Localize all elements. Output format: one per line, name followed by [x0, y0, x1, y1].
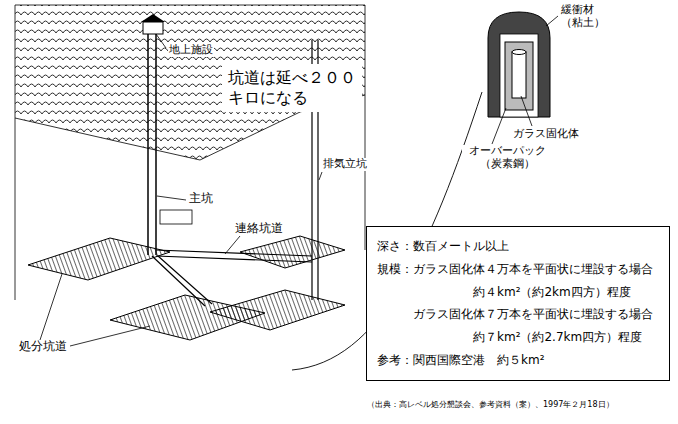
leader-line — [70, 326, 150, 346]
info-line: 深さ：数百メートル以上 — [377, 235, 659, 258]
glass-canister — [512, 50, 526, 55]
callout-text: 坑道は延べ２００キロになる — [228, 68, 356, 108]
leader-line — [492, 108, 506, 144]
info-box: 深さ：数百メートル以上規模：ガラス固化体４万本を平面状に埋設する場合約４km²（… — [366, 226, 670, 381]
leader-line — [319, 172, 322, 180]
leader-line — [521, 96, 532, 126]
source-caption: （出典：高レベル処分懇談会、参考資料（案）、1997年２月18日） — [366, 400, 615, 409]
part-label: 連絡坑道 — [234, 222, 284, 236]
disposal-panel — [210, 290, 345, 330]
connecting-tunnel — [156, 250, 312, 256]
block-edge — [15, 118, 16, 300]
leader-line — [546, 16, 558, 26]
surface-facility — [141, 14, 165, 22]
connecting-tunnel — [152, 256, 205, 306]
overpack — [505, 42, 533, 110]
info-line: 約７km²（約2.7km四方）程度 — [377, 326, 659, 349]
disposal-panel — [240, 236, 345, 268]
leader-line — [157, 196, 186, 200]
leader-line — [156, 34, 166, 48]
info-line: ガラス固化体７万本を平面状に埋設する場合 — [377, 303, 659, 326]
shaft-bracket — [160, 210, 192, 224]
part-label: 主坑 — [188, 192, 214, 206]
part-label: ガラス固化体 — [512, 128, 580, 141]
info-line: 約４km²（約2km四方）程度 — [377, 281, 659, 304]
main-shaft — [155, 34, 157, 255]
facility-label: 地上施設 — [168, 44, 214, 57]
leader-line — [225, 236, 240, 254]
part-label: 緩衝材 （粘土） — [560, 4, 614, 29]
leader-line — [40, 274, 62, 340]
buffer-clay — [488, 12, 550, 117]
part-label: 排気立坑 — [322, 158, 368, 171]
glass-canister — [512, 52, 526, 98]
surface-facility — [143, 22, 163, 34]
info-line: 規模：ガラス固化体４万本を平面状に埋設する場合 — [377, 258, 659, 281]
connecting-tunnel — [158, 256, 212, 304]
callout-box: 坑道は延べ２００キロになる — [222, 64, 362, 112]
part-label: 処分坑道 — [18, 340, 68, 354]
main-shaft — [147, 34, 149, 255]
disposal-panel — [28, 238, 170, 280]
info-line: 参考：関西国際空港 約５km² — [377, 349, 659, 372]
buffer-cutaway — [500, 34, 538, 117]
connecting-tunnel — [156, 256, 312, 262]
part-label: オーバーパック （炭素鋼） — [462, 145, 552, 170]
